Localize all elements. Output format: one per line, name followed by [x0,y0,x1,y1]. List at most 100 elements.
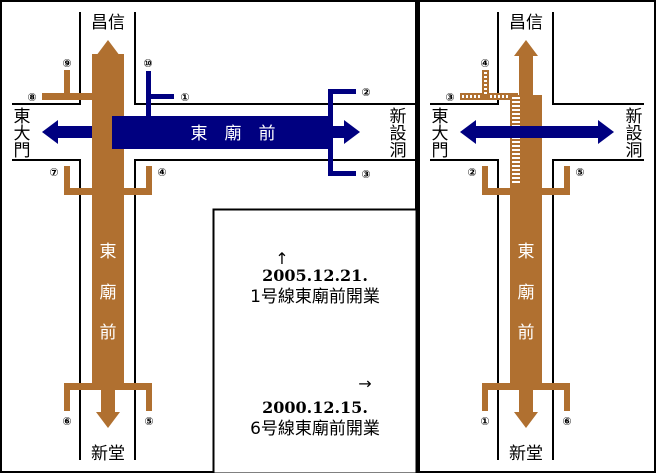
left-streets [12,12,420,460]
r-exit3-hatch-gap [466,95,468,98]
r-line1-track [474,126,580,138]
left-exit-10: ⑩ [143,57,152,70]
r-corridor-hatch-gap [512,149,520,151]
r-line6-station-label-2: 廟 [518,283,535,303]
r-exit6-passage [564,383,570,411]
r-corridor-hatch-gap [512,101,520,103]
r-line1-arrow-east [598,120,614,144]
left-exit-9: ⑨ [62,57,71,70]
exit47-crossway [64,188,152,195]
r-corridor-hatch-gap [512,177,520,179]
line1-east-stem [330,126,346,138]
line1-platform [112,116,332,149]
r-street-edge-se [552,159,644,460]
line1-station-label: 東 廟 前 [191,124,276,144]
street-edge-sw [12,159,81,460]
r-corridor-hatch-gap [512,153,520,155]
r-exit3-hatch-gap [506,95,508,98]
r-exit3-hatch-gap [474,95,476,98]
exit8-passage [42,93,100,100]
right-south-label: 新堂 [509,444,543,464]
right-west-label-1: 東 [432,107,449,127]
exit4-passage [146,166,152,192]
left-east-label-1: 新 [390,107,407,127]
line6-trunk-narrow [101,54,115,394]
line1-right [460,120,614,144]
r-exit3-hatch-gap [478,95,480,98]
exit3-passage [328,171,356,176]
r-exit3-hatch-gap [470,95,472,98]
left-west-label-1: 東 [14,107,31,127]
left-exit-3: ③ [361,168,370,181]
left-exit-7: ⑦ [49,166,58,179]
r-line1-arrow-west [460,120,476,144]
r-street-edge-ne [552,12,644,105]
exit7-passage [64,166,70,192]
exit6-passage [64,383,70,411]
right-west-label-3: 門 [432,141,449,161]
r-street-edge-nw [430,12,499,105]
right-west-label-2: 大 [432,124,449,144]
r-exit25-crossway [482,188,570,195]
r-line6-station-label-3: 前 [518,323,535,343]
r-corridor-hatch-gap [512,117,520,119]
r-corridor-hatch-gap [512,105,520,107]
r-exit4-hatch-gap [484,72,487,74]
r-corridor-hatch-gap [512,173,520,175]
left-exit-8: ⑧ [27,91,36,104]
r-corridor-hatch-gap [512,145,520,147]
right-exit-1: ① [480,415,489,428]
left-exit-2: ② [361,86,370,99]
r-exit4-hatch-gap [484,80,487,82]
left-exit-6: ⑥ [62,415,71,428]
r-exit3-hatch-gap [502,95,504,98]
line6-south-stem [101,384,115,414]
r-corridor-hatch-gap [512,141,520,143]
left-exit-5: ⑤ [144,415,153,428]
street-edge-se-a [134,159,214,460]
legend-1-arrow: ↑ [275,249,288,268]
r-exit16-crossway [482,383,570,390]
street-edge-ne [134,12,420,105]
right-exit-4: ④ [480,57,489,70]
r-exit3-hatch-gap [494,95,496,98]
exit23-vertical [328,89,333,176]
exit1-passage [146,94,174,99]
r-exit2-passage [482,166,488,192]
right-streets [430,12,644,460]
r-corridor-hatch-gap [512,109,520,111]
right-exit-6: ⑥ [562,415,571,428]
line6-arrow-south [96,412,120,428]
line6-arrow-north [96,40,120,56]
r-exit3-hatch-gap [498,95,500,98]
r-corridor-hatch-gap [512,161,520,163]
right-east-label-3: 洞 [626,141,643,161]
r-corridor-hatch-gap [512,113,520,115]
right-north-label: 昌信 [509,13,543,33]
right-east-label-1: 新 [626,107,643,127]
r-exit3-hatch-gap [490,95,492,98]
r-exit3-hatch-gap [462,95,464,98]
r-line6-trunk-narrow [519,54,533,394]
r-exit4-hatch-gap [484,88,487,90]
legend-2-text: 6号線東廟前開業 [250,419,380,439]
street-edge-nw [12,12,81,105]
r-line1-track-east [576,126,600,138]
r-exit5-passage [564,166,570,192]
legend-2-arrow: → [358,374,371,393]
line1-arrow-east [344,120,360,144]
r-corridor-hatch-gap [512,121,520,123]
r-street-edge-sw [430,159,499,460]
line6-crossing [92,116,112,149]
r-line6-arrow-south [514,412,538,428]
line6-left [42,40,152,428]
legend-1-date: 2005.12.21. [262,266,368,285]
legend-1-text: 1号線東廟前開業 [250,287,380,307]
right-exit-2: ② [467,166,476,179]
exit56-crossway [64,383,152,390]
r-corridor-hatch-gap [512,97,520,99]
left-east-label-2: 設 [390,124,407,144]
left-south-label: 新堂 [91,444,125,464]
legend-box [212,208,418,473]
